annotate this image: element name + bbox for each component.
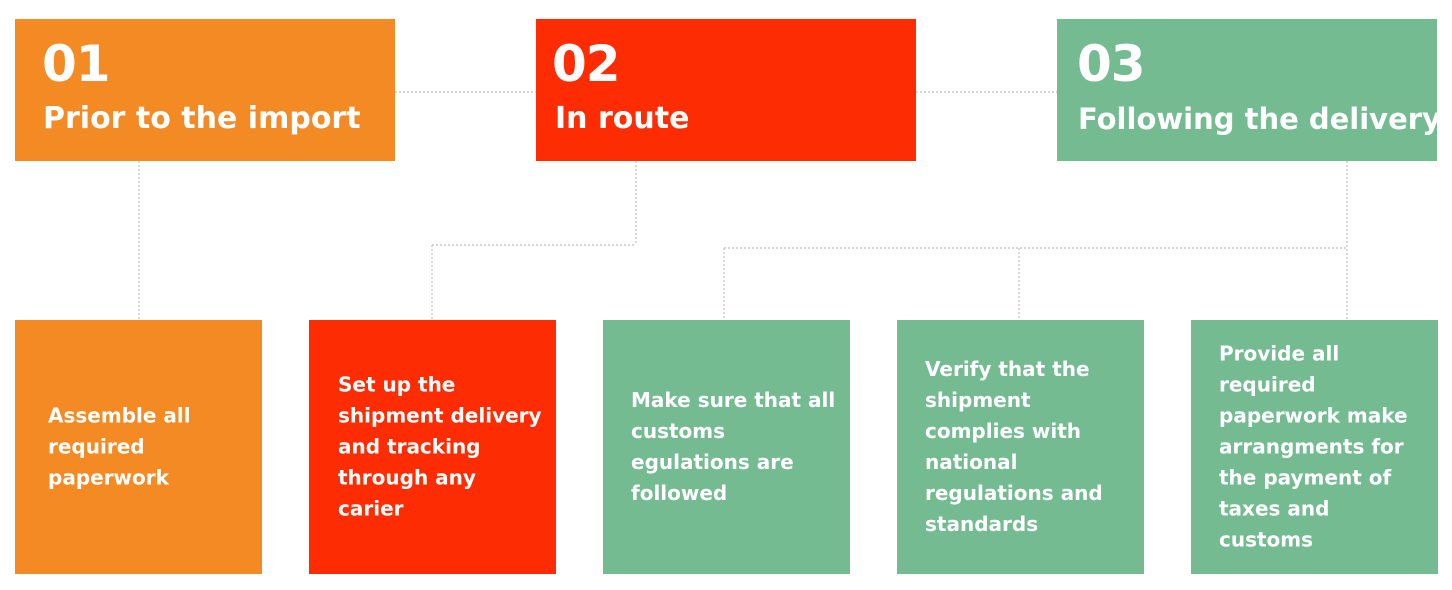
stage-prior-to-import: 01 Prior to the import bbox=[15, 19, 395, 161]
task-verify-compliance: Verify that the shipment complies with n… bbox=[897, 320, 1144, 574]
task-text: Verify that the shipment complies with n… bbox=[925, 357, 1103, 536]
stage-title: Prior to the import bbox=[43, 101, 361, 136]
stage-following-delivery: 03 Following the delivery bbox=[1057, 19, 1441, 161]
task-taxes-customs: Provide all required paperwork make arra… bbox=[1191, 320, 1438, 574]
task-assemble-paperwork: Assemble all required paperwork bbox=[15, 320, 262, 574]
task-customs-regulations: Make sure that all customs egulations ar… bbox=[603, 320, 850, 574]
stage-title: In route bbox=[555, 101, 690, 136]
task-text: Make sure that all customs egulations ar… bbox=[631, 388, 836, 505]
stage-in-route: 02 In route bbox=[536, 19, 916, 161]
task-text: Assemble all required paperwork bbox=[48, 403, 191, 490]
stage-number: 03 bbox=[1077, 35, 1146, 93]
task-shipment-tracking: Set up the shipment delivery and trackin… bbox=[309, 320, 556, 574]
stage-title: Following the delivery bbox=[1078, 102, 1441, 136]
stage-number: 01 bbox=[42, 35, 111, 93]
task-text: Set up the shipment delivery and trackin… bbox=[338, 372, 542, 521]
task-text: Provide all required paperwork make arra… bbox=[1219, 341, 1408, 552]
stage-number: 02 bbox=[552, 35, 621, 93]
